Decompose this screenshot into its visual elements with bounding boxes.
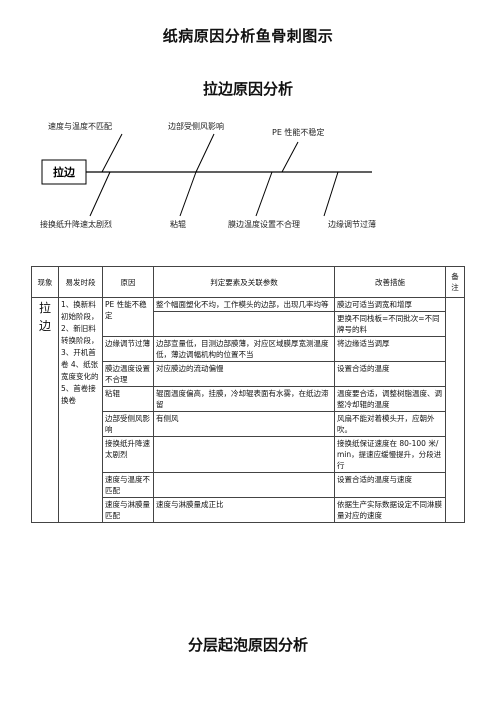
cause-cell: 粘辊 — [102, 386, 154, 412]
cause-label-bottom-4: 边缘调节过薄 — [328, 219, 376, 229]
bone-bottom-1 — [89, 171, 111, 217]
header-criteria: 判定要素及关联参数 — [153, 266, 335, 298]
cause-cell: 边缘调节过薄 — [102, 336, 154, 362]
measure-cell: 将边缘适当调厚 — [334, 336, 446, 362]
table-row: 膜边温度设置不合理 对应膜边的流动偏慢 设置合适的温度 — [32, 361, 465, 387]
header-measure: 改善措施 — [334, 266, 446, 298]
measure-cell: 设置合适的温度与速度 — [334, 472, 446, 498]
table-row: 边缘调节过薄 边部宣量低，目测边部膜薄，对应区域膜厚宽测温度低，薄边调幅机构的位… — [32, 336, 465, 362]
measure-cell: 温度要合适，调整树脂温度、调整冷却辊的温度 — [334, 386, 446, 412]
remark-cell — [445, 297, 465, 523]
header-phenomenon: 现象 — [31, 266, 59, 298]
cause-cell: 边部受侧风影响 — [102, 411, 154, 437]
header-stage: 易发时段 — [58, 266, 103, 298]
table-row: 拉边 1、换新料初始阶段，2、新旧料转换阶段，3、开机首卷 4、纸张宽度变化的 … — [31, 297, 465, 523]
criteria-cell — [153, 472, 335, 498]
criteria-cell: 整个幅面塑化不均，工作模头的边部，出现几率均等 — [153, 297, 335, 312]
cause-label-bottom-2: 粘辊 — [170, 219, 186, 229]
bone-top-1 — [101, 133, 123, 173]
measure-cell: 风扇不能对着模头开，应朝外吹。 — [334, 411, 446, 437]
measure-cell: 更换不同栈板=不同批次=不同牌号的料 — [334, 311, 446, 337]
measure-cell: 接换纸保证速度在 80-100 米/min，提速应缓慢提升，分段进行 — [334, 436, 446, 473]
criteria-cell: 辊面温度偏高，挂膜，冷却辊表面有水雾，在纸边滞留 — [153, 386, 335, 412]
table-row: 接换纸升降速太剧烈 接换纸保证速度在 80-100 米/min，提速应缓慢提升，… — [32, 436, 465, 473]
section-title-delamination: 分层起泡原因分析 — [187, 636, 308, 654]
section-title-edge: 拉边原因分析 — [202, 80, 293, 98]
bone-top-2 — [195, 133, 215, 173]
criteria-cell: 对应膜边的流动偏慢 — [153, 361, 335, 387]
cause-cell: PE 性能不稳定 — [102, 297, 154, 337]
cause-cell: 速度与温度不匹配 — [102, 472, 154, 498]
fishbone-diagram: 拉边 速度与温度不匹配 边部受侧风影响 PE 性能不稳定 接换纸升降速太剧烈 粘… — [40, 121, 376, 229]
cause-analysis-table: 现象 易发时段 原因 判定要素及关联参数 改善措施 备注 拉边 1、换新料初始阶… — [31, 266, 465, 523]
cause-cell: 速度与淋膜量匹配 — [102, 497, 154, 523]
measure-cell: 设置合适的温度 — [334, 361, 446, 387]
bone-bottom-4 — [323, 171, 339, 217]
header-remark: 备注 — [445, 266, 465, 298]
table-row: 更换不同栈板=不同批次=不同牌号的料 — [32, 311, 465, 337]
measure-cell: 膜边可适当调宽和增厚 — [334, 297, 446, 312]
stage-cell: 1、换新料初始阶段，2、新旧料转换阶段，3、开机首卷 4、纸张宽度变化的 5、首… — [58, 297, 103, 523]
table-row: 边部受侧风影响 有侧风 风扇不能对着模头开，应朝外吹。 — [32, 411, 465, 437]
cause-cell: 膜边温度设置不合理 — [102, 361, 154, 387]
cause-label-bottom-1: 接换纸升降速太剧烈 — [40, 219, 112, 229]
phenomenon-cell: 拉边 — [31, 297, 59, 523]
cause-label-top-1: 速度与温度不匹配 — [48, 121, 112, 131]
cause-label-top-3: PE 性能不稳定 — [272, 127, 324, 137]
criteria-cell — [153, 436, 335, 473]
criteria-cell: 边部宣量低，目测边部膜薄，对应区域膜厚宽测温度低，薄边调幅机构的位置不当 — [153, 336, 335, 362]
header-cause: 原因 — [102, 266, 154, 298]
cause-label-bottom-3: 膜边温度设置不合理 — [228, 219, 300, 229]
table-row: 速度与温度不匹配 设置合适的温度与速度 — [32, 472, 465, 498]
fishbone-head-box — [41, 159, 87, 185]
cause-cell: 接换纸升降速太剧烈 — [102, 436, 154, 473]
document-title: 纸病原因分析鱼骨刺图示 — [162, 27, 334, 45]
criteria-cell: 速度与淋膜量成正比 — [153, 497, 335, 523]
table-row: 速度与淋膜量匹配 速度与淋膜量成正比 依据生产实际数据设定不同淋膜量对应的速度 — [32, 497, 465, 523]
table-row: 粘辊 辊面温度偏高，挂膜，冷却辊表面有水雾，在纸边滞留 温度要合适，调整树脂温度… — [32, 386, 465, 412]
fishbone-head-label: 拉边 — [53, 165, 76, 179]
criteria-cell: 有侧风 — [153, 411, 335, 437]
bone-bottom-2 — [179, 171, 197, 217]
bone-top-3 — [281, 141, 299, 173]
table-header-row: 现象 易发时段 原因 判定要素及关联参数 改善措施 备注 — [31, 266, 465, 298]
cause-label-top-2: 边部受侧风影响 — [168, 121, 224, 131]
measure-cell: 依据生产实际数据设定不同淋膜量对应的速度 — [334, 497, 446, 523]
bone-bottom-3 — [255, 171, 273, 217]
criteria-cell — [153, 311, 335, 337]
